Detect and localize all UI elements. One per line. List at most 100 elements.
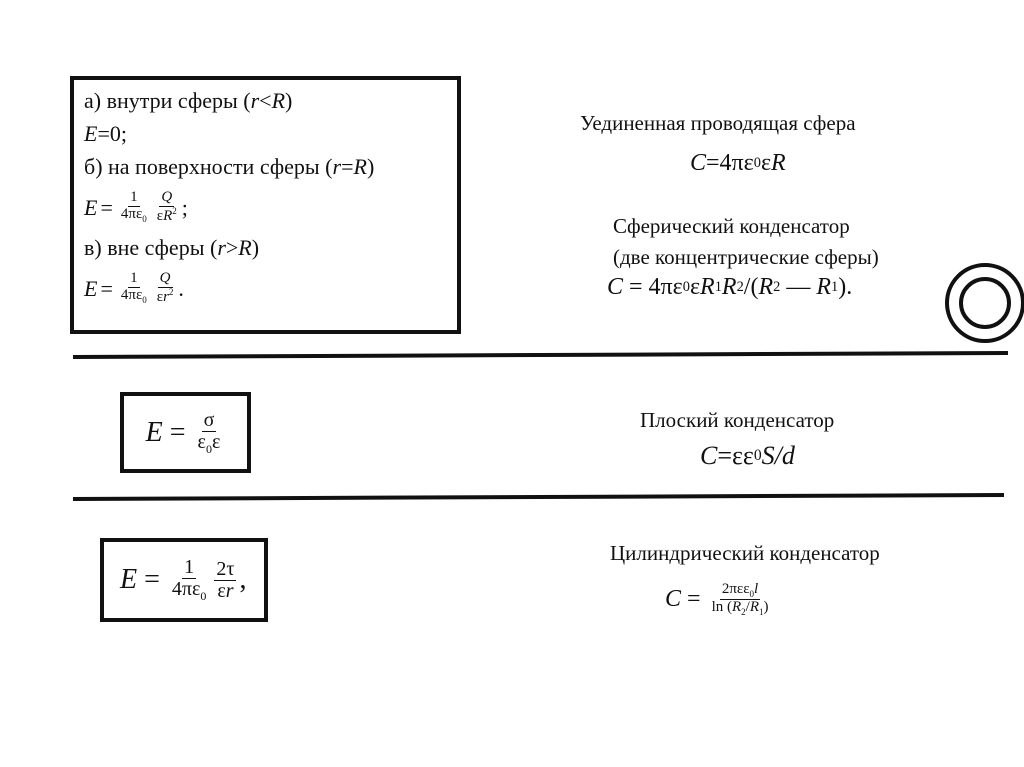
denominator: 4πε0 [119,286,149,305]
numerator: 1 [182,556,197,580]
var-E: E [145,416,163,448]
var-R: R [238,235,252,260]
numerator: 1 [128,269,140,288]
case-a-text: а) внутри сферы ( [84,88,251,113]
sub: 0 [200,589,207,604]
sub: 0 [142,213,147,224]
concentric-spheres-icon [945,263,1024,343]
var-r: r [250,88,260,113]
case-v-text: в) вне сферы ( [84,235,218,260]
denominator: εR2 [155,205,179,225]
formula-part: — [780,274,817,300]
formula-part: =εε [717,441,754,470]
sub: 0 [142,294,147,305]
eps: ε [211,430,221,453]
punct: ; [181,194,188,220]
sub: 1 [759,607,764,618]
paren: ) [366,154,375,179]
spherical-capacitor-title: Сферический конденсатор [613,214,850,238]
sup: 2 [172,205,177,216]
eq: = [137,564,167,595]
eps: ε [156,288,164,305]
var-r: r [217,235,226,260]
paren: ) [763,599,769,616]
sub: 0 [682,279,690,295]
formula-rest: =0; [97,121,127,146]
denominator: ln (R2/R1) [710,599,771,618]
eps: ε [217,579,226,602]
var-r: r [163,288,169,305]
var-R: R [353,154,367,179]
denominator: εr [215,579,235,602]
eq: = [162,416,193,448]
var-R: R [271,88,286,113]
formula-part: ). [838,274,853,300]
sub: 2 [736,279,744,295]
var-R: R [700,274,715,300]
eq: = [681,586,707,613]
isolated-sphere-title: Уединенная проводящая сфера [580,111,856,135]
punct: . [178,275,184,301]
sub: 0 [753,447,762,464]
spherical-capacitor-subtitle: (две концентрические сферы) [613,245,879,269]
sup: 2 [168,286,174,297]
cylinder-capacitor-formula: C = 2πεε0l ln (R2/R1) [665,581,774,618]
var-E: E [84,194,98,220]
ln: ln ( [711,599,732,616]
var-C: C [665,586,682,613]
num-text: 2πεε [721,581,750,597]
sub: 0 [205,441,212,456]
var-R: R [749,599,759,616]
paren: ) [285,88,293,113]
sub: 0 [753,155,761,171]
cylinder-capacitor-title: Цилиндрический конденсатор [610,541,880,565]
numerator: Q [159,188,175,207]
slash: / [745,599,750,616]
op: < [259,88,272,113]
var-C: C [607,274,624,300]
op: = [341,154,354,179]
var-R: R [731,599,742,616]
denominator: 4πε0 [170,579,209,603]
numerator: 1 [128,188,140,207]
var-r: r [332,154,342,179]
den-text: 4πε [120,286,143,303]
numerator: Q [157,269,173,288]
eps: ε [156,207,164,224]
den-text: 4πε [120,205,143,222]
var-R: R [816,274,831,300]
numerator: 2τ [214,557,237,581]
sphere-field-box: а) внутри сферы (r<R) E=0; б) на поверхн… [70,76,461,334]
numerator: 2πεε0l [719,581,761,601]
var-E: E [84,121,98,146]
var-r: r [225,579,234,602]
fraction: 2πεε0l ln (R2/R1) [710,581,771,618]
formula-part: ε [689,274,701,300]
var-E: E [120,564,138,595]
var-E: E [84,275,98,301]
formula-part: ε [760,150,772,176]
formula-part: =4πε [706,150,754,176]
numerator: σ [201,408,217,432]
case-b-text: б) на поверхности сферы ( [84,154,333,179]
op: > [225,235,239,260]
formula-part: S/d [761,441,795,470]
eq: = [100,194,113,220]
case-b-label: б) на поверхности сферы (r=R) [84,150,447,183]
divider-line [72,350,1009,360]
formula-part: = 4πε [623,274,683,300]
plane-capacitor-title: Плоский конденсатор [640,408,835,432]
